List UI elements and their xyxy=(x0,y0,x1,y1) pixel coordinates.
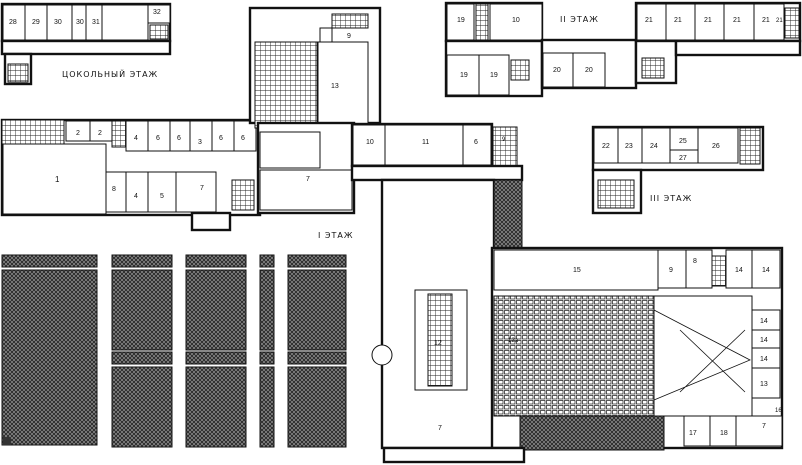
room-label: 3 xyxy=(198,139,202,146)
basement-floor-title: ЦОКОЛЬНЫЙ ЭТАЖ xyxy=(62,68,158,79)
room-label: 25 xyxy=(679,138,687,145)
first-floor-plan: 1 2 2 4 6 6 3 6 6 8 4 5 7 9 13 7 10 11 6… xyxy=(0,6,784,464)
basement-floor-plan: 28 29 30 30 31 32 ЦОКОЛЬНЫЙ ЭТАЖ xyxy=(0,2,172,86)
room-label: 2 xyxy=(76,130,80,137)
room-label: 5 xyxy=(160,193,164,200)
room-label: 21 xyxy=(645,17,653,24)
room-label: 7 xyxy=(306,176,310,183)
room-label: 13 xyxy=(331,83,339,90)
third-floor-plan: 22 23 24 25 27 26 III ЭТАЖ xyxy=(591,125,765,215)
room-label: 10 xyxy=(512,17,520,24)
room-label: 15 xyxy=(573,267,581,274)
room-label: 14 xyxy=(762,267,770,274)
room-label: 13 xyxy=(760,381,768,388)
room-label: 26 xyxy=(712,143,720,150)
room-label: 1 xyxy=(55,175,60,184)
room-label: 19 xyxy=(457,17,465,24)
room-label: 22 xyxy=(602,143,610,150)
room-label: 21 xyxy=(704,17,712,24)
room-label: 32 xyxy=(153,9,161,16)
room-label: 7 xyxy=(438,425,442,432)
room-label: 17 xyxy=(689,430,697,437)
room-label: 29 xyxy=(32,19,40,26)
room-label: 9 xyxy=(502,137,506,143)
room-label: 12а xyxy=(508,338,519,344)
room-label: 6 xyxy=(474,139,478,146)
room-label: 21 xyxy=(674,17,682,24)
room-label: 14 xyxy=(735,267,743,274)
room-label: 12 xyxy=(434,340,442,347)
room-label: 7 xyxy=(200,185,204,192)
room-label: 30 xyxy=(76,19,84,26)
second-floor-plan: 19 10 19 19 20 20 21 21 21 21 21 21 II Э… xyxy=(444,1,802,98)
room-label: 20 xyxy=(553,67,561,74)
site-grounds xyxy=(1,254,347,448)
room-label: 6 xyxy=(241,135,245,142)
room-label: 6 xyxy=(156,135,160,142)
room-label: 14 xyxy=(760,337,768,344)
room-label: 21 xyxy=(762,17,770,24)
room-label: 9 xyxy=(347,33,351,40)
room-label: 18 xyxy=(720,430,728,437)
room-label: 28 xyxy=(9,19,17,26)
room-label: 4 xyxy=(134,135,138,142)
room-label: 8 xyxy=(112,186,116,193)
second-floor-title: II ЭТАЖ xyxy=(560,15,599,24)
room-label: 10 xyxy=(366,139,374,146)
room-label: 6 xyxy=(177,135,181,142)
room-label: 11 xyxy=(422,139,429,146)
room-label: 14 xyxy=(760,356,768,363)
first-floor-title: I ЭТАЖ xyxy=(318,231,353,240)
room-label: 2 xyxy=(98,130,102,137)
room-label: 21 xyxy=(733,17,741,24)
room-label: 6 xyxy=(219,135,223,142)
room-label: 20 xyxy=(585,67,593,74)
room-label: 7 xyxy=(762,423,766,430)
room-label: 24 xyxy=(650,143,658,150)
room-label: 16 xyxy=(775,408,782,414)
room-label: 23 xyxy=(625,143,633,150)
third-floor-title: III ЭТАЖ xyxy=(650,194,692,203)
room-label: 4 xyxy=(134,193,138,200)
room-label: 14 xyxy=(760,318,768,325)
room-label: 19 xyxy=(490,72,498,79)
room-label: 8 xyxy=(693,258,697,265)
room-label: 19 xyxy=(460,72,468,79)
room-label: 27 xyxy=(679,155,687,162)
room-label: 31 xyxy=(92,19,100,26)
room-label: 21 xyxy=(776,18,783,24)
room-label: 30 xyxy=(54,19,62,26)
room-label: 9 xyxy=(669,267,673,274)
